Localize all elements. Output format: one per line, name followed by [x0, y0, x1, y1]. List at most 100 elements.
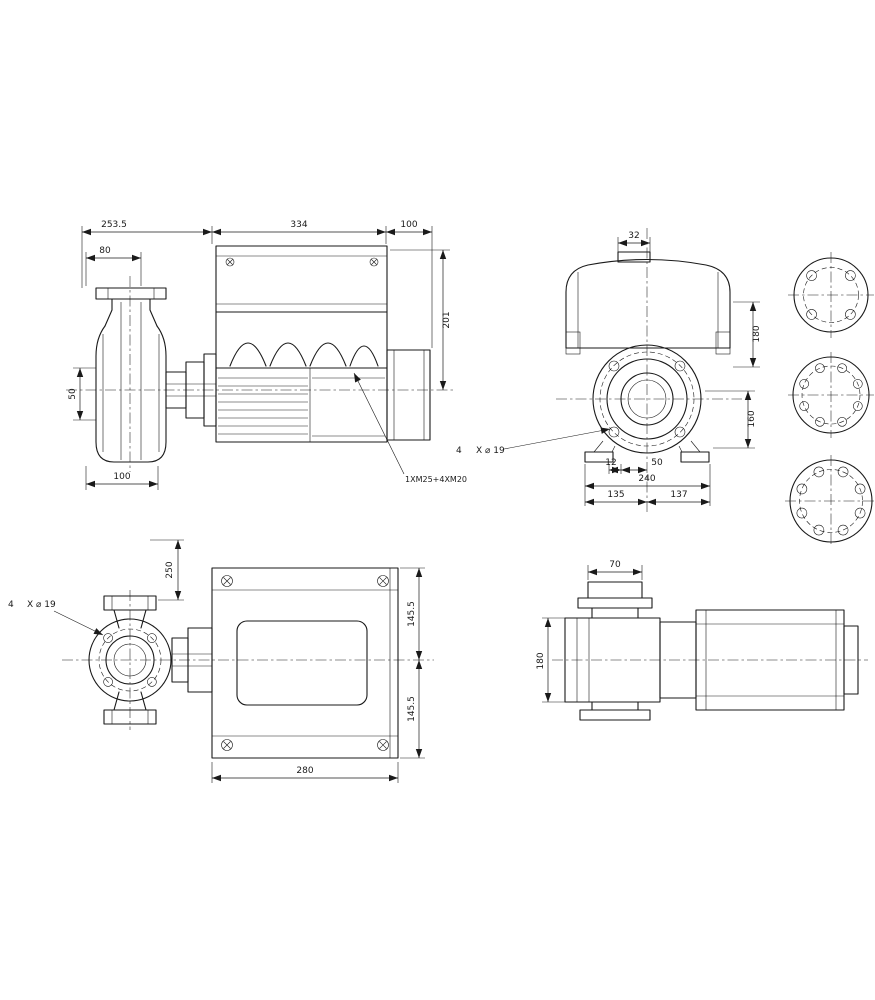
top-view: 250 4 X ⌀ 19 145.5 145.5 280 — [8, 539, 434, 783]
top-centerlines — [62, 590, 434, 730]
front-centerlines — [556, 228, 742, 514]
bolt-hole — [796, 507, 808, 519]
dim-end-70: 70 — [587, 560, 643, 580]
dim-front-137: 137 — [647, 490, 710, 506]
side-centerlines — [66, 276, 456, 472]
pump-end-outline — [564, 581, 859, 721]
motor-box — [211, 567, 399, 759]
end-view: 70 180 — [536, 560, 868, 721]
dim-label: 250 — [165, 561, 175, 578]
discharge-flange — [95, 287, 167, 300]
bolt-hole — [103, 633, 113, 643]
cover-screw — [377, 739, 389, 751]
side-view: 253.5 334 100 80 50 100 — [66, 220, 467, 490]
dim-front-50: 50 — [621, 458, 663, 474]
dim-side-334: 334 — [212, 220, 387, 244]
dim-label: 12 — [605, 458, 616, 468]
flange-detail-2 — [788, 352, 874, 438]
bolt-hole — [674, 426, 686, 438]
front-view: 32 180 160 12 50 240 — [456, 228, 762, 514]
bolt-hole — [796, 483, 808, 495]
bolt-qty-label: 4 — [456, 446, 462, 456]
dim-side-100-top: 100 — [386, 220, 433, 348]
bolt-hole — [845, 309, 856, 320]
bolt-note-top: 4 X ⌀ 19 — [8, 600, 104, 636]
terminal-box-screw — [225, 257, 235, 267]
dim-front-160: 160 — [705, 390, 757, 449]
dim-side-100-bottom: 100 — [85, 466, 159, 490]
dim-top-250: 250 — [150, 539, 184, 601]
volute-front — [584, 344, 710, 463]
dim-label: 160 — [747, 410, 757, 427]
bolt-hole — [147, 633, 157, 643]
flange-circle — [606, 358, 688, 440]
bolt-hole — [608, 426, 620, 438]
dim-end-180: 180 — [536, 617, 567, 703]
bolt-hole — [837, 416, 847, 427]
bolt-hole — [852, 401, 863, 411]
dim-front-12: 12 — [605, 458, 621, 474]
fan-cover — [386, 349, 431, 441]
dim-front-32: 32 — [617, 231, 651, 252]
terminal-box-screw — [369, 257, 379, 267]
dim-label: 80 — [99, 246, 111, 256]
flange-detail-1 — [788, 252, 874, 338]
dim-label: 201 — [442, 311, 452, 328]
bolt-hole — [608, 360, 620, 372]
bolt-hole — [837, 363, 847, 374]
dim-label: 100 — [113, 472, 130, 482]
pump-casing-side — [95, 287, 167, 463]
dim-label: 180 — [752, 325, 762, 342]
bolt-hole — [854, 507, 866, 519]
cable-gland-bosses — [229, 342, 379, 367]
bolt-hole — [806, 270, 817, 281]
dim-front-135: 135 — [585, 490, 647, 506]
cable-gland-label: 1XM25+4XM20 — [405, 475, 467, 484]
bolt-circle — [98, 628, 162, 692]
pump-top — [88, 595, 213, 725]
dim-label: 50 — [651, 458, 663, 468]
front-bottom-dims: 12 50 240 135 137 — [584, 458, 711, 506]
dim-top-145-upper: 145.5 — [400, 567, 425, 660]
cover-screw — [221, 739, 233, 751]
dim-label: 135 — [607, 490, 624, 500]
motor-cover-plate — [236, 620, 368, 706]
dim-label: 180 — [536, 652, 546, 669]
flange-detail-3 — [785, 455, 875, 547]
dim-label: 145.5 — [407, 696, 417, 722]
end-cap — [843, 625, 859, 695]
bolt-hole — [837, 524, 849, 536]
bolt-hole — [806, 309, 817, 320]
bolt-note-front: 4 X ⌀ 19 — [456, 427, 611, 456]
bolt-spec-label: X ⌀ 19 — [476, 446, 505, 456]
cable-gland-callout: 1XM25+4XM20 — [353, 372, 467, 484]
bolt-hole — [852, 379, 863, 389]
dim-label: 240 — [638, 474, 655, 484]
dim-label: 50 — [68, 388, 78, 400]
dim-label: 280 — [296, 766, 313, 776]
dim-label: 100 — [400, 220, 417, 230]
bolt-hole — [815, 363, 825, 374]
bolt-hole — [799, 379, 810, 389]
port-flange-bottom — [103, 709, 157, 725]
flange-circle — [88, 618, 172, 702]
motor-fins — [218, 377, 308, 435]
dim-side-201: 201 — [390, 249, 452, 390]
pump-feet — [584, 440, 710, 463]
terminal-box — [215, 245, 388, 313]
flange-details — [785, 252, 875, 547]
cover-screw — [377, 575, 389, 587]
bolt-qty-label: 4 — [8, 600, 14, 610]
dim-front-240: 240 — [585, 474, 710, 490]
dim-label: 32 — [628, 231, 639, 241]
motor-top — [211, 567, 399, 759]
bolt-hole — [147, 677, 157, 687]
lifting-lug — [617, 251, 651, 263]
bolt-circle — [599, 351, 695, 447]
port-flange-top — [103, 595, 157, 611]
dim-side-50: 50 — [68, 367, 96, 421]
dim-top-280: 280 — [211, 762, 399, 783]
dim-label: 137 — [670, 490, 687, 500]
